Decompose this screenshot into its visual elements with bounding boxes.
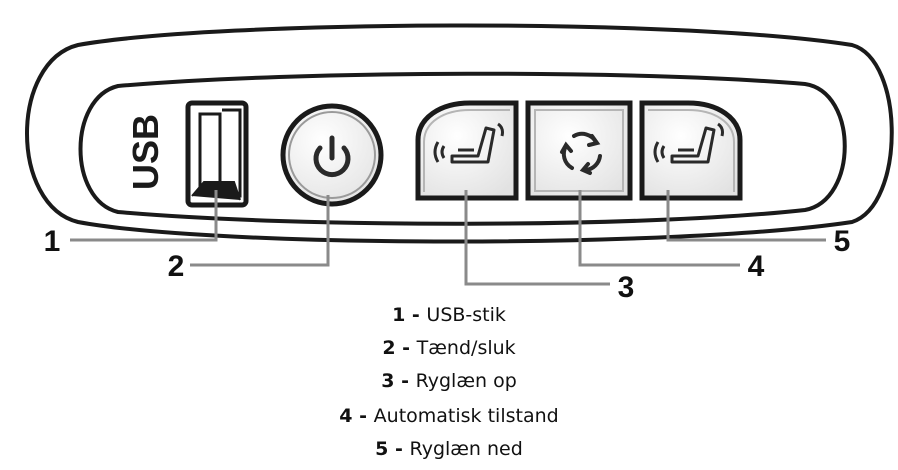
leader-line-2 <box>190 195 330 267</box>
legend-separator: - <box>388 438 410 460</box>
leader-line-5 <box>666 190 826 242</box>
auto-mode-icon <box>560 131 602 175</box>
recline-down-icon <box>653 122 724 164</box>
callout-1: 1 <box>44 225 61 258</box>
legend-text: USB-stik <box>426 304 506 326</box>
legend-item: 2 - Tænd/sluk <box>0 337 898 359</box>
leader-lines <box>70 190 826 286</box>
legend-item: 5 - Ryglæn ned <box>0 438 898 460</box>
usb-label: USB <box>125 114 166 190</box>
legend-item: 3 - Ryglæn op <box>0 370 898 392</box>
callout-3: 3 <box>618 271 635 300</box>
control-panel-diagram: USB <box>25 23 894 300</box>
legend-separator: - <box>405 304 427 326</box>
legend-item: 1 - USB-stik <box>0 304 898 326</box>
leader-line-3 <box>464 190 610 286</box>
usb-port[interactable] <box>185 100 249 208</box>
callout-2: 2 <box>168 250 185 283</box>
legend-separator: - <box>352 405 374 427</box>
legend-number: 5 <box>375 438 389 460</box>
legend-number: 3 <box>381 370 395 392</box>
callout-5: 5 <box>834 225 851 258</box>
recline-up-button[interactable] <box>415 100 519 201</box>
legend-text: Tænd/sluk <box>416 337 516 359</box>
power-button[interactable] <box>280 103 384 207</box>
callout-4: 4 <box>748 250 765 283</box>
recline-up-icon <box>433 122 504 164</box>
auto-mode-button[interactable] <box>525 100 633 201</box>
legend-text: Ryglæn ned <box>409 438 523 460</box>
legend-text: Ryglæn op <box>415 370 517 392</box>
legend-item: 4 - Automatisk tilstand <box>0 405 898 427</box>
legend-number: 4 <box>339 405 353 427</box>
legend-separator: - <box>394 370 416 392</box>
legend-text: Automatisk tilstand <box>373 405 559 427</box>
legend-number: 1 <box>392 304 406 326</box>
legend-number: 2 <box>382 337 396 359</box>
recline-down-button[interactable] <box>639 100 743 201</box>
legend-separator: - <box>395 337 417 359</box>
leader-line-4 <box>578 190 740 267</box>
power-icon <box>313 135 351 178</box>
leader-line-1 <box>70 190 218 242</box>
